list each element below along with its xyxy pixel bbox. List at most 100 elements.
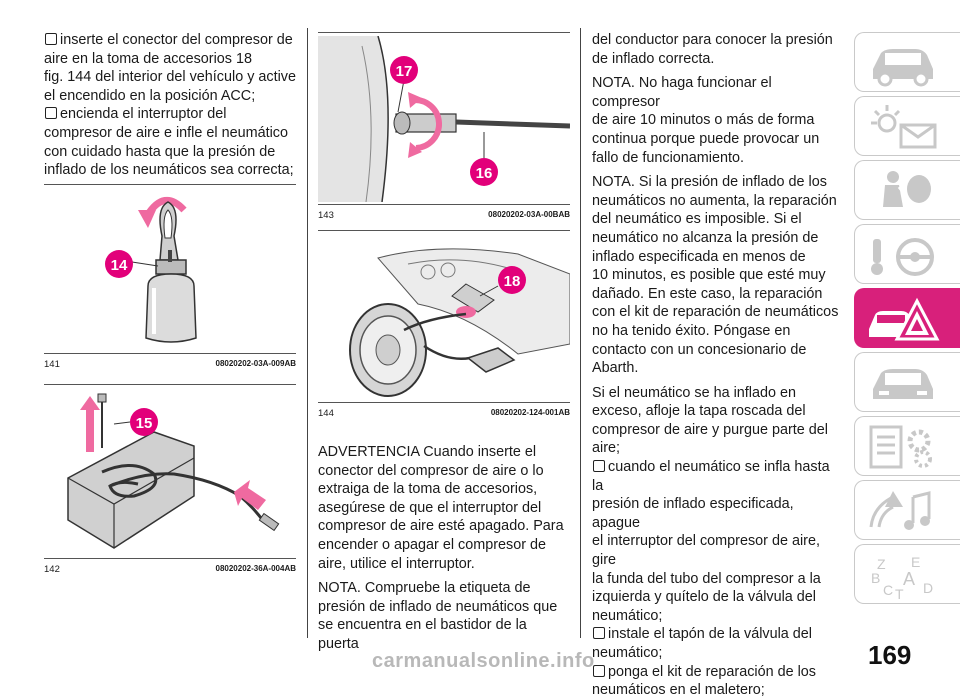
text-line: de aire 10 minutos o más de forma [592,112,815,129]
figure-code: 08020202-03A-00BAB [488,210,570,219]
text-line: compresor de aire e infle el neumático [44,124,288,141]
index-letter: Z [877,556,886,572]
text-line: encender o apagar el compresor de [318,536,546,553]
text-line: compresor de aire y purgue parte del [592,421,828,438]
text-line: Si el neumático se ha inflado en [592,384,796,401]
text-line: aire en la toma de accesorios 18 [44,50,252,67]
tab-starting-driving[interactable] [854,224,960,284]
text-line: fig. 144 del interior del vehículo y act… [44,69,296,86]
seat-airbag-icon [883,171,931,208]
column-2: 17 16 143 08020202-03A-00BAB [318,0,570,652]
figure-code: 08020202-36A-004AB [215,564,297,573]
text-line: del neumático es imposible. Si el [592,211,802,228]
callout-15: 15 [136,415,153,432]
index-letter: T [895,586,904,599]
column-divider [580,28,581,638]
callout-18: 18 [504,273,521,290]
text-line: continua porque puede provocar un [592,130,820,147]
text-line: presión de inflado de neumáticos que [318,598,558,615]
breakdown-warning-triangle-icon [869,297,940,341]
text-line: contacto con un concesionario de [592,341,807,358]
checkbox-bullet-icon [45,107,57,120]
text-line: encienda el interruptor del [60,106,227,123]
document-gear-icon [869,425,932,469]
callout-16: 16 [476,165,493,182]
text-line: cuando el neumático se infla hasta la [592,459,830,494]
tab-safety[interactable] [854,160,960,220]
column-3: del conductor para conocer la presión de… [592,0,842,698]
tab-technical-specifications[interactable] [854,416,960,476]
text-line: asegúrese de que el interruptor del [318,499,542,516]
text-line: neumático; [592,607,663,624]
text-line: instale el tapón de la válvula del [608,626,813,643]
figure-number: 144 [318,408,334,419]
text-line: NOTA. Si la presión de inflado de los [592,174,827,191]
tab-emergency[interactable] [854,288,960,348]
figure-143: 17 16 143 08020202-03A-00BAB [318,32,570,228]
text-line: no ha tenido éxito. Póngase en [592,322,791,339]
key-steering-wheel-icon [871,238,934,276]
text-line: neumáticos en el maletero; [592,682,765,699]
text-line: compresor de aire esté apagado. Para [318,518,564,535]
index-letter: B [871,570,880,586]
figure-number: 143 [318,210,334,221]
text-line: presión de inflado especificada, apague [592,496,794,531]
car-interior-compressor-illustration: 18 [349,248,570,397]
compressor-illustration: 15 [67,393,280,549]
text-line: ADVERTENCIA Cuando inserte el [318,444,537,460]
text-line: Abarth. [592,360,639,377]
tab-vehicle[interactable] [854,32,960,92]
column-divider [307,28,308,638]
instructions-top: inserte el conector del compresor de air… [44,31,296,180]
tab-warning-lights[interactable] [854,96,960,156]
figure-code: 08020202-03A-009AB [215,359,297,368]
text-line: 10 minutos, es posible que esté muy [592,267,826,284]
watermark: carmanualsonline.info [372,650,595,672]
index-letter: D [923,580,933,596]
figure-number: 142 [44,564,60,575]
checkbox-bullet-icon [593,664,605,677]
text-line: con el kit de reparación de neumáticos [592,304,839,321]
text-line: el interruptor del compresor de aire, gi… [592,533,820,569]
text-line: extraiga de la toma de accesorios, [318,481,538,498]
text-line: neumáticos no aumenta, la reparación [592,192,837,209]
text-line: se encuentra en el bastidor de la puerta [318,617,527,652]
text-line: neumático; [592,645,663,661]
tab-multimedia[interactable] [854,480,960,540]
figure-number: 141 [44,359,60,370]
instructions-continued: del conductor para conocer la presión de… [592,31,842,700]
checkbox-bullet-icon [593,627,605,640]
sealant-bottle-illustration: 14 [105,197,197,343]
text-line: de inflado correcta. [592,50,715,67]
text-line: conector del compresor de aire o lo [318,462,544,479]
figure-144: 18 144 08020202-124-001AB [318,230,570,428]
text-line: inserte el conector del compresor de [60,32,293,48]
text-line: inflado especificada en menos de [592,248,806,265]
text-line: con cuidado hasta que la presión de [44,143,276,160]
text-line: fallo de funcionamiento. [592,149,745,166]
text-line: NOTA. No haga funcionar el compresor [592,75,772,110]
index-letter: A [903,569,915,589]
figure-142: 15 142 08020202-36A-004AB [44,384,296,580]
text-line: NOTA. Compruebe la etiqueta de [318,580,531,597]
text-line: el encendido en la posición ACC; [44,87,256,104]
callout-17: 17 [396,63,413,80]
tab-index[interactable]: Z E B A C T D [854,544,960,604]
warning-block: ADVERTENCIA Cuando inserte el conector d… [318,443,570,660]
text-line: inflado de los neumáticos sea correcta; [44,162,294,179]
figure-code: 08020202-124-001AB [490,408,570,417]
alphabet-index-icon: Z E B A C T D [871,554,933,599]
index-letter: C [883,582,893,598]
callout-14: 14 [111,257,128,274]
text-line: ponga el kit de reparación de los [608,663,817,680]
index-letter: E [911,554,920,570]
warning-light-message-icon [871,105,937,149]
text-line: aire, utilice el interruptor. [318,555,475,572]
checkbox-bullet-icon [45,33,57,45]
tab-service-maintenance[interactable] [854,352,960,412]
text-line: neumático no alcanza la presión de [592,229,819,246]
column-1: inserte el conector del compresor de air… [44,0,296,638]
text-line: izquierda y quítelo de la válvula del [592,589,816,606]
text-line: dañado. En este caso, la reparación [592,285,823,302]
text-line: aire; [592,440,620,457]
